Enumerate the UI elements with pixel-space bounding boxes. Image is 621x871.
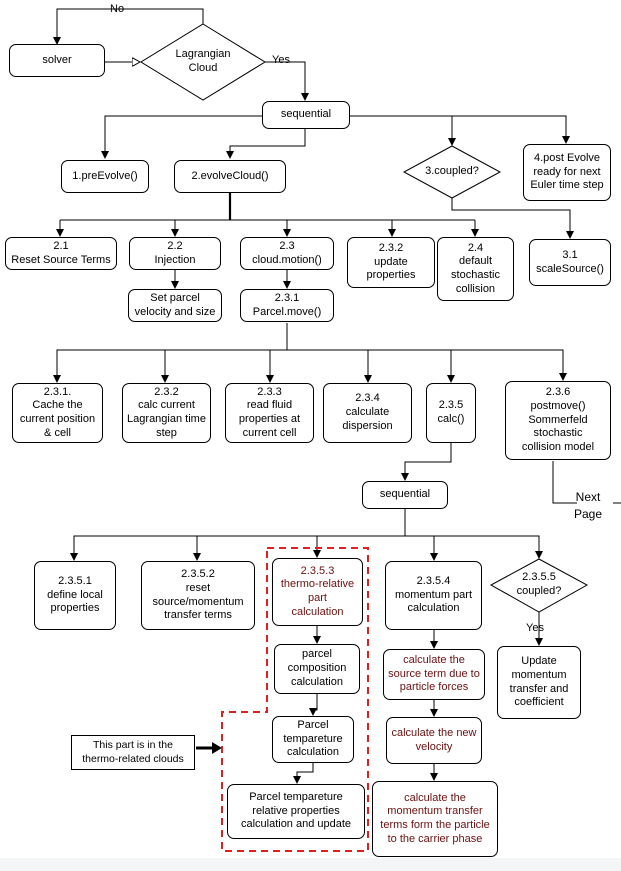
calc-time-step-node: 2.3.2 calc current Lagrangian time step — [122, 383, 211, 443]
parcel-composition-node: parcel composition calculation — [274, 644, 360, 694]
read-fluid-properties-node: 2.3.3 read fluid properties at current c… — [225, 383, 314, 443]
post-evolve-node: 4.post Evolve ready for next Euler time … — [523, 144, 611, 201]
coupled-2-3-5-5-decision: 2.3.5.5 coupled? — [516, 571, 562, 597]
injection-node: 2.2 Injection — [129, 237, 221, 270]
solver-node: solver — [9, 44, 105, 77]
update-properties-node: 2.3.2 update properties — [347, 237, 435, 288]
cache-position-node: 2.3.1. Cache the current position & cell — [12, 383, 103, 443]
calc-node: 2.3.5 calc() — [426, 383, 476, 443]
pre-evolve-node: 1.preEvolve() — [61, 160, 149, 193]
calculate-dispersion-node: 2.3.4 calculate dispersion — [323, 383, 412, 443]
define-local-properties-node: 2.3.5.1 define local properties — [34, 561, 116, 630]
parcel-move-node: 2.3.1 Parcel.move() — [240, 289, 334, 322]
sequential-2-node: sequential — [362, 481, 448, 509]
postmove-node: 2.3.6 postmove() Sommerfeld stochastic c… — [505, 381, 611, 460]
calc-momentum-transfer-node: calculate the momentum transfer terms fo… — [372, 781, 498, 857]
lagrangian-cloud-decision: Lagrangian Cloud — [175, 48, 231, 74]
thermo-relative-part-node: 2.3.5.3 thermo-relative part calculation — [272, 558, 363, 626]
calc-new-velocity-node: calculate the new velocity — [386, 717, 482, 764]
reset-source-terms-node: 2.1 Reset Source Terms — [5, 237, 117, 270]
cloud-motion-node: 2.3 cloud.motion() — [240, 237, 334, 270]
set-parcel-velocity-node: Set parcel velocity and size — [128, 289, 222, 322]
evolve-cloud-node: 2.evolveCloud() — [174, 160, 286, 193]
scale-source-node: 3.1 scaleSource() — [529, 239, 611, 286]
next-page-label: Next Page — [574, 490, 603, 522]
no-label: No — [110, 3, 125, 15]
calc-source-term-node: calculate the source term due to particl… — [383, 649, 485, 700]
coupled-decision: 3.coupled? — [425, 165, 479, 178]
update-momentum-transfer-node: Update momentum transfer and coefficient — [497, 646, 581, 719]
parcel-temperature-relative-node: Parcel tempareture relative properties c… — [227, 784, 365, 839]
thermo-note-box: This part is in the thermo-related cloud… — [71, 735, 195, 770]
default-stochastic-collision-node: 2.4 default stochastic collision — [437, 237, 514, 301]
reset-source-momentum-node: 2.3.5.2 reset source/momentum transfer t… — [141, 561, 255, 630]
momentum-part-calculation-node: 2.3.5.4 momentum part calculation — [385, 561, 482, 630]
parcel-temperature-node: Parcel tempareture calculation — [272, 716, 354, 763]
sequential-node: sequential — [262, 101, 350, 129]
yes-label-coupled: Yes — [526, 622, 544, 634]
yes-label: Yes — [272, 54, 290, 66]
